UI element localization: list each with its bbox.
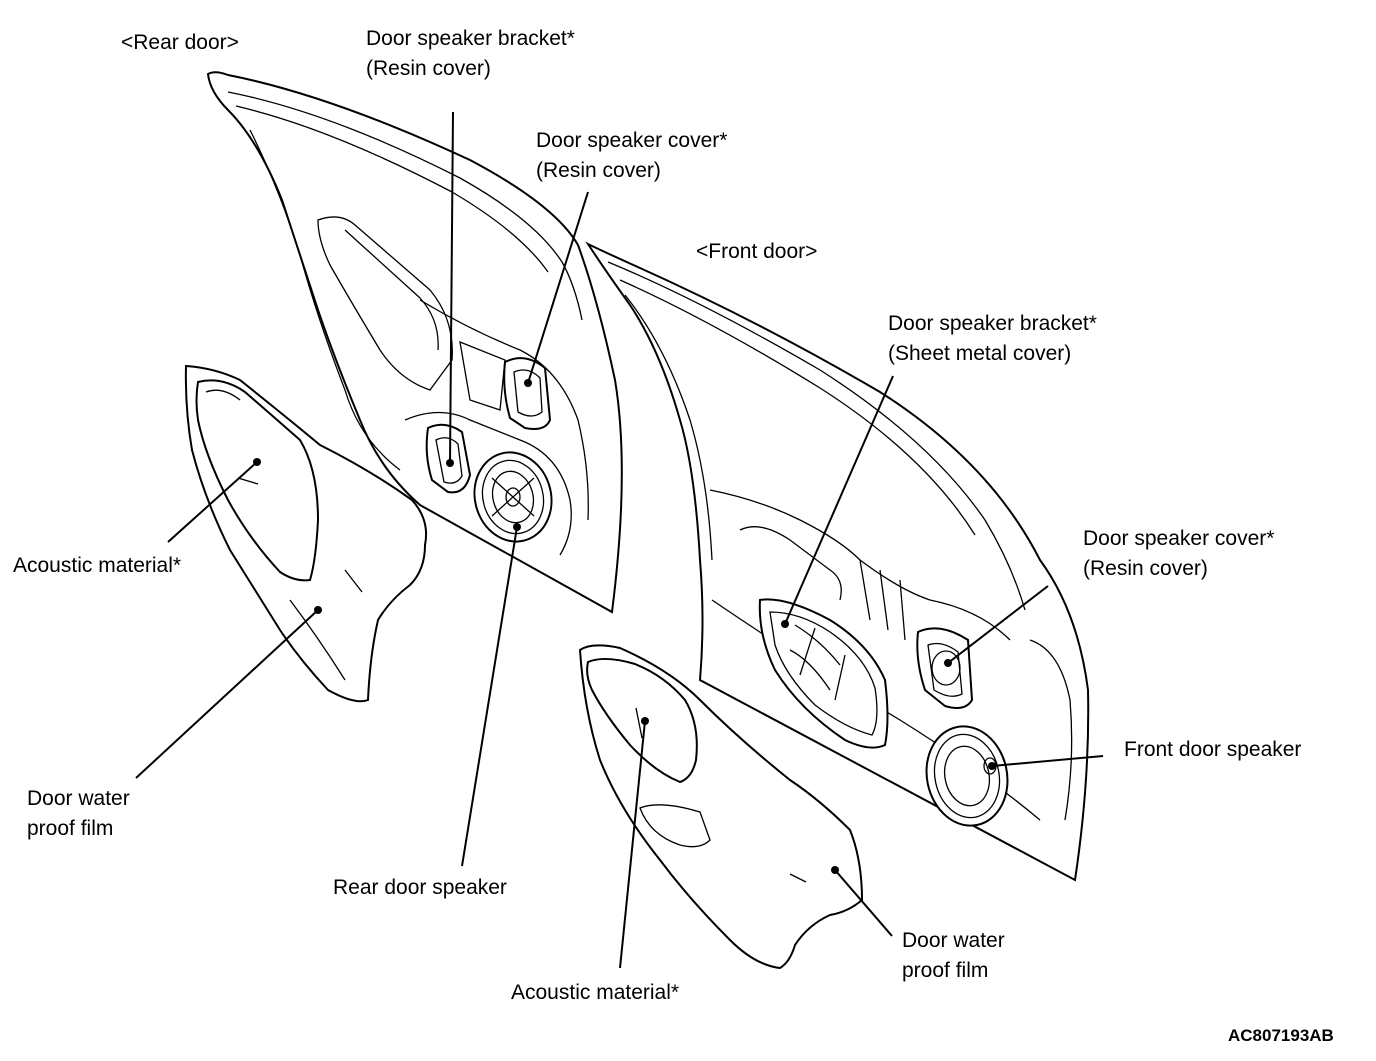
rear-door-panel: [206, 71, 623, 614]
rear-acoustic-material: [195, 379, 320, 582]
rear-film-label: Door water proof film: [27, 787, 130, 840]
front-cover-label: Door speaker cover* (Resin cover): [1083, 527, 1275, 580]
front-door-panel: [585, 241, 1090, 882]
front-speaker-label: Front door speaker: [1124, 738, 1302, 761]
rear-acoustic-label: Acoustic material*: [13, 554, 182, 577]
rear-bracket-label: Door speaker bracket* (Resin cover): [366, 27, 575, 80]
front-door-heading: <Front door>: [696, 240, 818, 263]
rear-speaker-label: Rear door speaker: [333, 876, 507, 899]
figure-code: AC807193AB: [1228, 1026, 1334, 1045]
rear-door-heading: <Rear door>: [121, 31, 239, 54]
leader-lines: [135, 111, 1104, 969]
front-film-label: Door water proof film: [902, 929, 1005, 982]
rear-cover-label: Door speaker cover* (Resin cover): [536, 129, 728, 182]
front-acoustic-label: Acoustic material*: [511, 981, 680, 1004]
front-bracket-label: Door speaker bracket* (Sheet metal cover…: [888, 312, 1097, 365]
